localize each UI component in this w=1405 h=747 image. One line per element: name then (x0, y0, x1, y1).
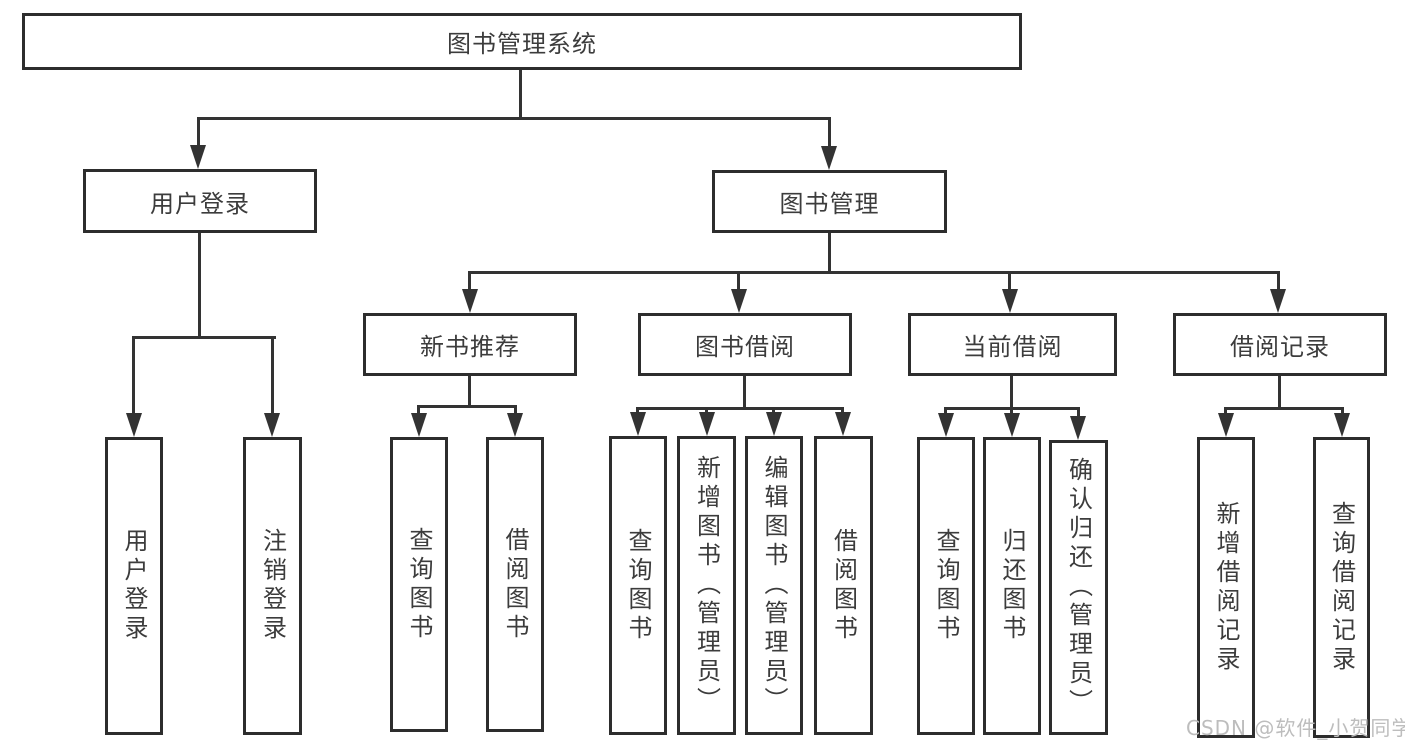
leaf-current-confirm-return-admin-label: 确认归还（管理员） (1064, 457, 1093, 718)
node-new-book-recommend-label: 新书推荐 (420, 333, 520, 361)
node-borrow-records: 借阅记录 (1173, 313, 1387, 376)
leaf-recommend-query-books: 查询图书 (390, 437, 448, 732)
leaf-logout-label: 注销登录 (258, 528, 287, 644)
arrowhead-borrow-add (699, 412, 715, 436)
connector-root-rail (197, 117, 831, 120)
leaf-current-query-books: 查询图书 (917, 437, 975, 735)
leaf-borrow-add-books-admin: 新增图书（管理员） (677, 436, 736, 735)
arrowhead-current-confirm (1070, 416, 1086, 440)
connector-borrow-rail (636, 407, 844, 410)
arrowhead-recommend-borrow (507, 413, 523, 437)
leaf-recommend-borrow-books: 借阅图书 (486, 437, 544, 732)
node-new-book-recommend: 新书推荐 (363, 313, 577, 376)
leaf-records-query-record-label: 查询借阅记录 (1327, 500, 1356, 675)
connector-borrow-stem (743, 376, 746, 407)
connector-current-drop-3 (1077, 407, 1080, 417)
arrowhead-current-query (938, 413, 954, 437)
leaf-records-add-record: 新增借阅记录 (1197, 437, 1255, 738)
arrowhead-borrow-borrow (835, 412, 851, 436)
arrowhead-borrow-edit (766, 412, 782, 436)
connector-records-drop-1 (1224, 407, 1227, 417)
leaf-records-add-record-label: 新增借阅记录 (1212, 500, 1240, 675)
watermark: CSDN @软件_小贺同学 (1186, 716, 1405, 740)
leaf-logout: 注销登录 (243, 437, 302, 735)
leaf-records-query-record: 查询借阅记录 (1313, 437, 1370, 738)
leaf-current-confirm-return-admin: 确认归还（管理员） (1049, 440, 1108, 735)
node-book-management-label: 图书管理 (779, 190, 880, 218)
arrowhead-book-borrow (731, 289, 747, 313)
arrowhead-new-book-recommend (462, 289, 478, 313)
connector-login-stem (198, 233, 201, 336)
connector-records-stem (1278, 376, 1281, 407)
connector-current-stem (1010, 376, 1013, 407)
node-root: 图书管理系统 (22, 13, 1022, 70)
leaf-current-return-books-label: 归还图书 (998, 528, 1026, 644)
arrowhead-current-borrow (1002, 289, 1018, 313)
leaf-borrow-query-books-label: 查询图书 (624, 527, 652, 644)
arrowhead-user-login (190, 145, 206, 169)
node-user-login: 用户登录 (83, 169, 317, 233)
connector-login-drop-2 (271, 336, 274, 415)
connector-records-drop-2 (1341, 407, 1344, 417)
connector-recommend-drop-1 (417, 405, 420, 417)
leaf-borrow-borrow-books: 借阅图书 (814, 436, 873, 735)
connector-mgmt-drop-2 (737, 271, 740, 291)
connector-login-rail (132, 336, 276, 339)
connector-root-drop-right (828, 117, 831, 147)
arrowhead-recommend-query (411, 413, 427, 437)
connector-records-rail (1224, 407, 1344, 410)
leaf-user-login-label: 用户登录 (120, 528, 148, 644)
node-book-borrow-label: 图书借阅 (695, 333, 795, 361)
connector-recommend-drop-2 (514, 405, 517, 417)
node-current-borrow-label: 当前借阅 (962, 333, 1063, 361)
connector-mgmt-rail (468, 271, 1280, 274)
connector-mgmt-drop-1 (468, 271, 471, 291)
arrowhead-records-add (1218, 413, 1234, 437)
connector-recommend-stem (468, 376, 471, 405)
arrowhead-leaf-logout (264, 413, 280, 437)
arrowhead-borrow-query (630, 412, 646, 436)
leaf-borrow-add-books-admin-label: 新增图书（管理员） (692, 455, 721, 716)
leaf-borrow-query-books: 查询图书 (609, 436, 667, 735)
leaf-borrow-edit-books-admin: 编辑图书（管理员） (745, 436, 803, 735)
leaf-user-login: 用户登录 (105, 437, 163, 735)
connector-root-stem (519, 70, 522, 117)
leaf-borrow-borrow-books-label: 借阅图书 (829, 527, 858, 644)
node-book-management: 图书管理 (712, 170, 947, 233)
connector-login-drop-1 (132, 336, 135, 415)
arrowhead-records-query (1334, 413, 1350, 437)
connector-mgmt-drop-4 (1277, 271, 1280, 291)
node-current-borrow: 当前借阅 (908, 313, 1117, 376)
leaf-current-query-books-label: 查询图书 (932, 528, 960, 644)
connector-root-drop-left (197, 117, 200, 147)
arrowhead-current-return (1004, 413, 1020, 437)
node-book-borrow: 图书借阅 (638, 313, 852, 376)
connector-current-drop-1 (944, 407, 947, 417)
leaf-current-return-books: 归还图书 (983, 437, 1041, 735)
leaf-recommend-borrow-books-label: 借阅图书 (501, 526, 529, 643)
arrowhead-leaf-user-login (126, 413, 142, 437)
arrowhead-book-management (821, 146, 837, 170)
connector-current-drop-2 (1010, 407, 1013, 417)
node-user-login-label: 用户登录 (150, 189, 250, 218)
node-borrow-records-label: 借阅记录 (1230, 333, 1330, 361)
node-root-label: 图书管理系统 (447, 30, 597, 58)
leaf-recommend-query-books-label: 查询图书 (405, 526, 433, 643)
arrowhead-borrow-records (1270, 289, 1286, 313)
connector-recommend-rail (417, 405, 517, 408)
leaf-borrow-edit-books-admin-label: 编辑图书（管理员） (760, 455, 788, 716)
connector-mgmt-drop-3 (1008, 271, 1011, 291)
connector-mgmt-stem (828, 233, 831, 271)
